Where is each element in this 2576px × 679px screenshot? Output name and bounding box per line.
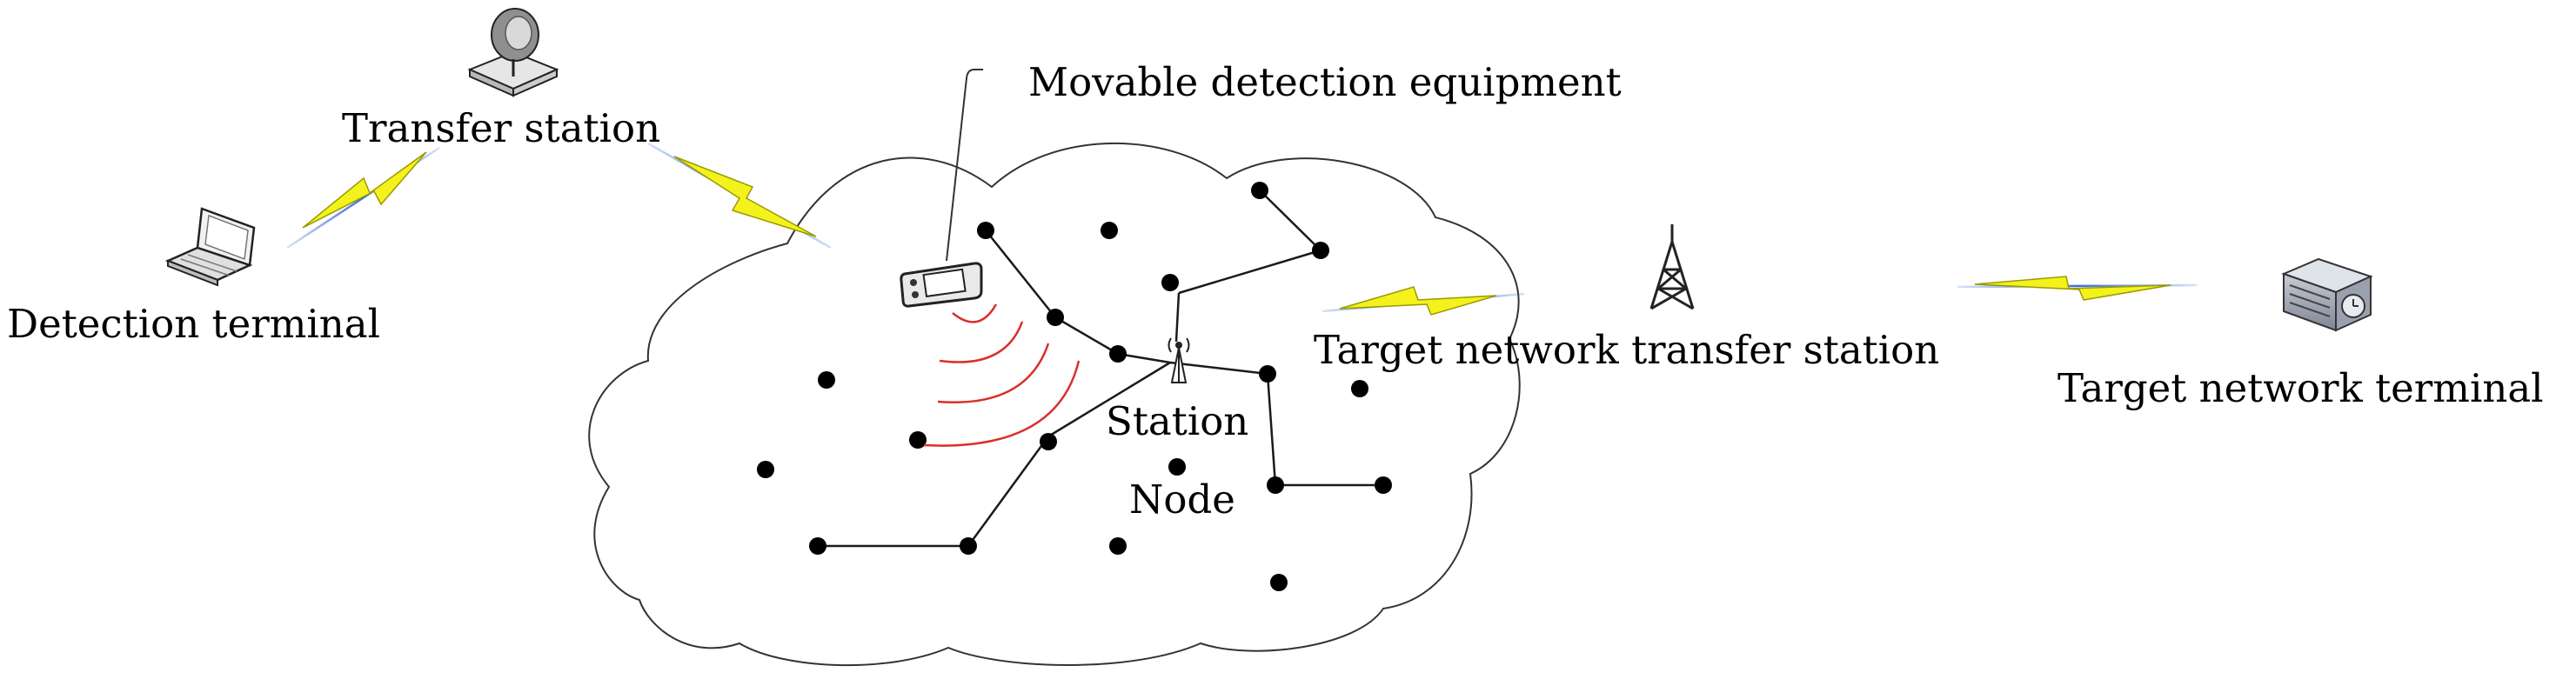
- node-label: Node: [1129, 476, 1235, 523]
- node-dot: [809, 537, 826, 555]
- node-dot: [1375, 476, 1392, 494]
- wireless-link-tower-server: [1957, 276, 2198, 301]
- node-dot: [1270, 574, 1288, 591]
- antenna-icon: [1168, 337, 1190, 383]
- movable-detection-equipment-label: Movable detection equipment: [1028, 59, 1622, 105]
- node-dot: [1109, 345, 1127, 363]
- node-dot: [1161, 274, 1179, 291]
- node-dot: [1109, 537, 1127, 555]
- signal-waves: [923, 303, 1081, 447]
- node-dot: [1312, 242, 1329, 259]
- network-cloud: [588, 143, 1521, 667]
- station-label: Station: [1106, 398, 1248, 444]
- target-network-transfer-station-label: Target network transfer station: [1314, 327, 1939, 373]
- node-dot: [1259, 365, 1276, 383]
- node-dot: [1351, 380, 1368, 397]
- handheld-detector-icon: [900, 262, 983, 308]
- node-dot: [818, 371, 835, 389]
- node-dot: [1168, 458, 1186, 476]
- wireless-link-transfer-cloud: [647, 142, 832, 250]
- node-dot: [1040, 433, 1057, 450]
- callout-line: [946, 69, 983, 262]
- satellite-dish-icon: [467, 8, 559, 97]
- detection-terminal-label: Detection terminal: [7, 301, 380, 347]
- wireless-link-terminal-transfer: [286, 146, 440, 250]
- node-dot: [977, 222, 994, 239]
- node-dot: [960, 537, 977, 555]
- transmission-tower-icon: [1649, 224, 1695, 310]
- network-edges: [818, 190, 1383, 548]
- target-network-terminal-label: Target network terminal: [2057, 365, 2544, 411]
- node-dot: [1267, 476, 1284, 494]
- node-dot: [1101, 222, 1118, 239]
- transfer-station-label: Transfer station: [342, 105, 660, 151]
- node-dot: [757, 461, 774, 478]
- wireless-link-cloud-tower: [1321, 286, 1525, 316]
- server-icon: [2281, 257, 2373, 332]
- network-nodes: [757, 182, 1392, 591]
- laptop-icon: [164, 207, 256, 287]
- node-dot: [1047, 309, 1064, 326]
- node-dot: [1251, 182, 1268, 199]
- node-dot: [909, 431, 927, 449]
